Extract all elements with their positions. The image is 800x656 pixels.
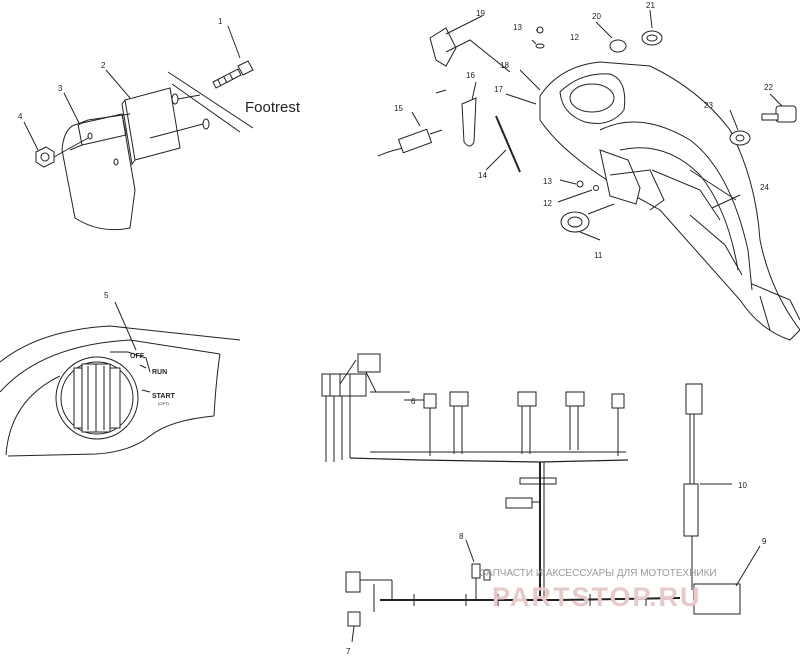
panel-outline-top [0,325,241,363]
callout-21: 21 [646,1,655,10]
harness-part-8 [471,563,481,579]
footrest-label: Footrest [245,99,301,116]
watermark-logo-text: PARTSTOP.RU [492,582,702,612]
callout-15: 15 [394,104,403,113]
washer-lower [202,118,210,130]
callout-24: 24 [760,183,769,192]
footrest-assembly [23,25,254,231]
nut-part-23 [729,130,751,146]
callout-20: 20 [592,12,601,21]
watermark-caption: ЗАПЧАСТИ И АКСЕССУАРЫ ДЛЯ МОТОТЕХНИКИ [480,568,717,579]
callout-16: 16 [466,71,475,80]
harness-connector-group-top [420,391,625,456]
callout-3: 3 [58,84,63,93]
callout-13-lower: 13 [543,177,552,186]
nut-part-21 [641,30,663,46]
callout-18: 18 [500,61,509,70]
switch-label-run: RUN [152,369,167,376]
harness-left-connector [321,373,367,397]
switch-label-off: OFF [130,353,145,360]
callout-9: 9 [762,537,767,546]
footrest-line-b [171,83,241,133]
sensor-part-15 [377,128,443,157]
harness-main-bus [349,457,629,463]
callout-14: 14 [478,171,487,180]
callout-22: 22 [764,83,773,92]
ignition-dial [55,356,139,440]
callout-5: 5 [104,291,109,300]
harness-part-10 [683,483,699,537]
key-part-22 [761,105,797,123]
footrest-line-a [167,71,254,129]
harness-bottom-bus [380,597,681,601]
clip-part-16 [461,97,477,147]
harness-part-9 [693,583,741,615]
screw-part-13-lower [576,180,584,188]
callout-12-upper: 12 [570,33,579,42]
callout-23: 23 [704,101,713,110]
callout-19: 19 [476,9,485,18]
bolt-part-1 [212,60,254,89]
callout-10: 10 [738,481,747,490]
washer-upper [171,93,179,105]
callout-8: 8 [459,532,464,541]
callout-17: 17 [494,85,503,94]
wiring-harness [321,353,761,643]
ignition-switch-panel [0,301,241,457]
footrest-pad-part-3 [61,113,136,231]
cable-part-14 [495,115,521,173]
callout-7: 7 [346,647,351,656]
nut-part-4 [35,137,89,168]
panel-outline-inner [0,339,221,393]
harness-right-connector [685,383,703,415]
callout-13-upper: 13 [513,23,522,32]
switch-label-start: START [152,393,176,400]
ignition-switch-part-11 [560,203,615,233]
switch-label-start-sub: (OPT) [158,401,170,406]
washer-part-12-lower [593,185,599,191]
callout-2: 2 [101,61,106,70]
callout-6: 6 [411,397,416,406]
gauge-opening [559,73,626,124]
panel-outline-left [5,375,61,456]
bracket-part-19 [429,27,457,67]
washer-part-12-upper [535,43,545,49]
washer-part-20 [609,39,627,53]
callout-1: 1 [218,17,223,26]
harness-part-7 [345,571,393,643]
plate-part-2 [124,87,181,161]
hood-assembly [377,9,800,341]
callout-11: 11 [594,251,603,260]
callout-12-lower: 12 [543,199,552,208]
callout-4: 4 [18,112,23,121]
